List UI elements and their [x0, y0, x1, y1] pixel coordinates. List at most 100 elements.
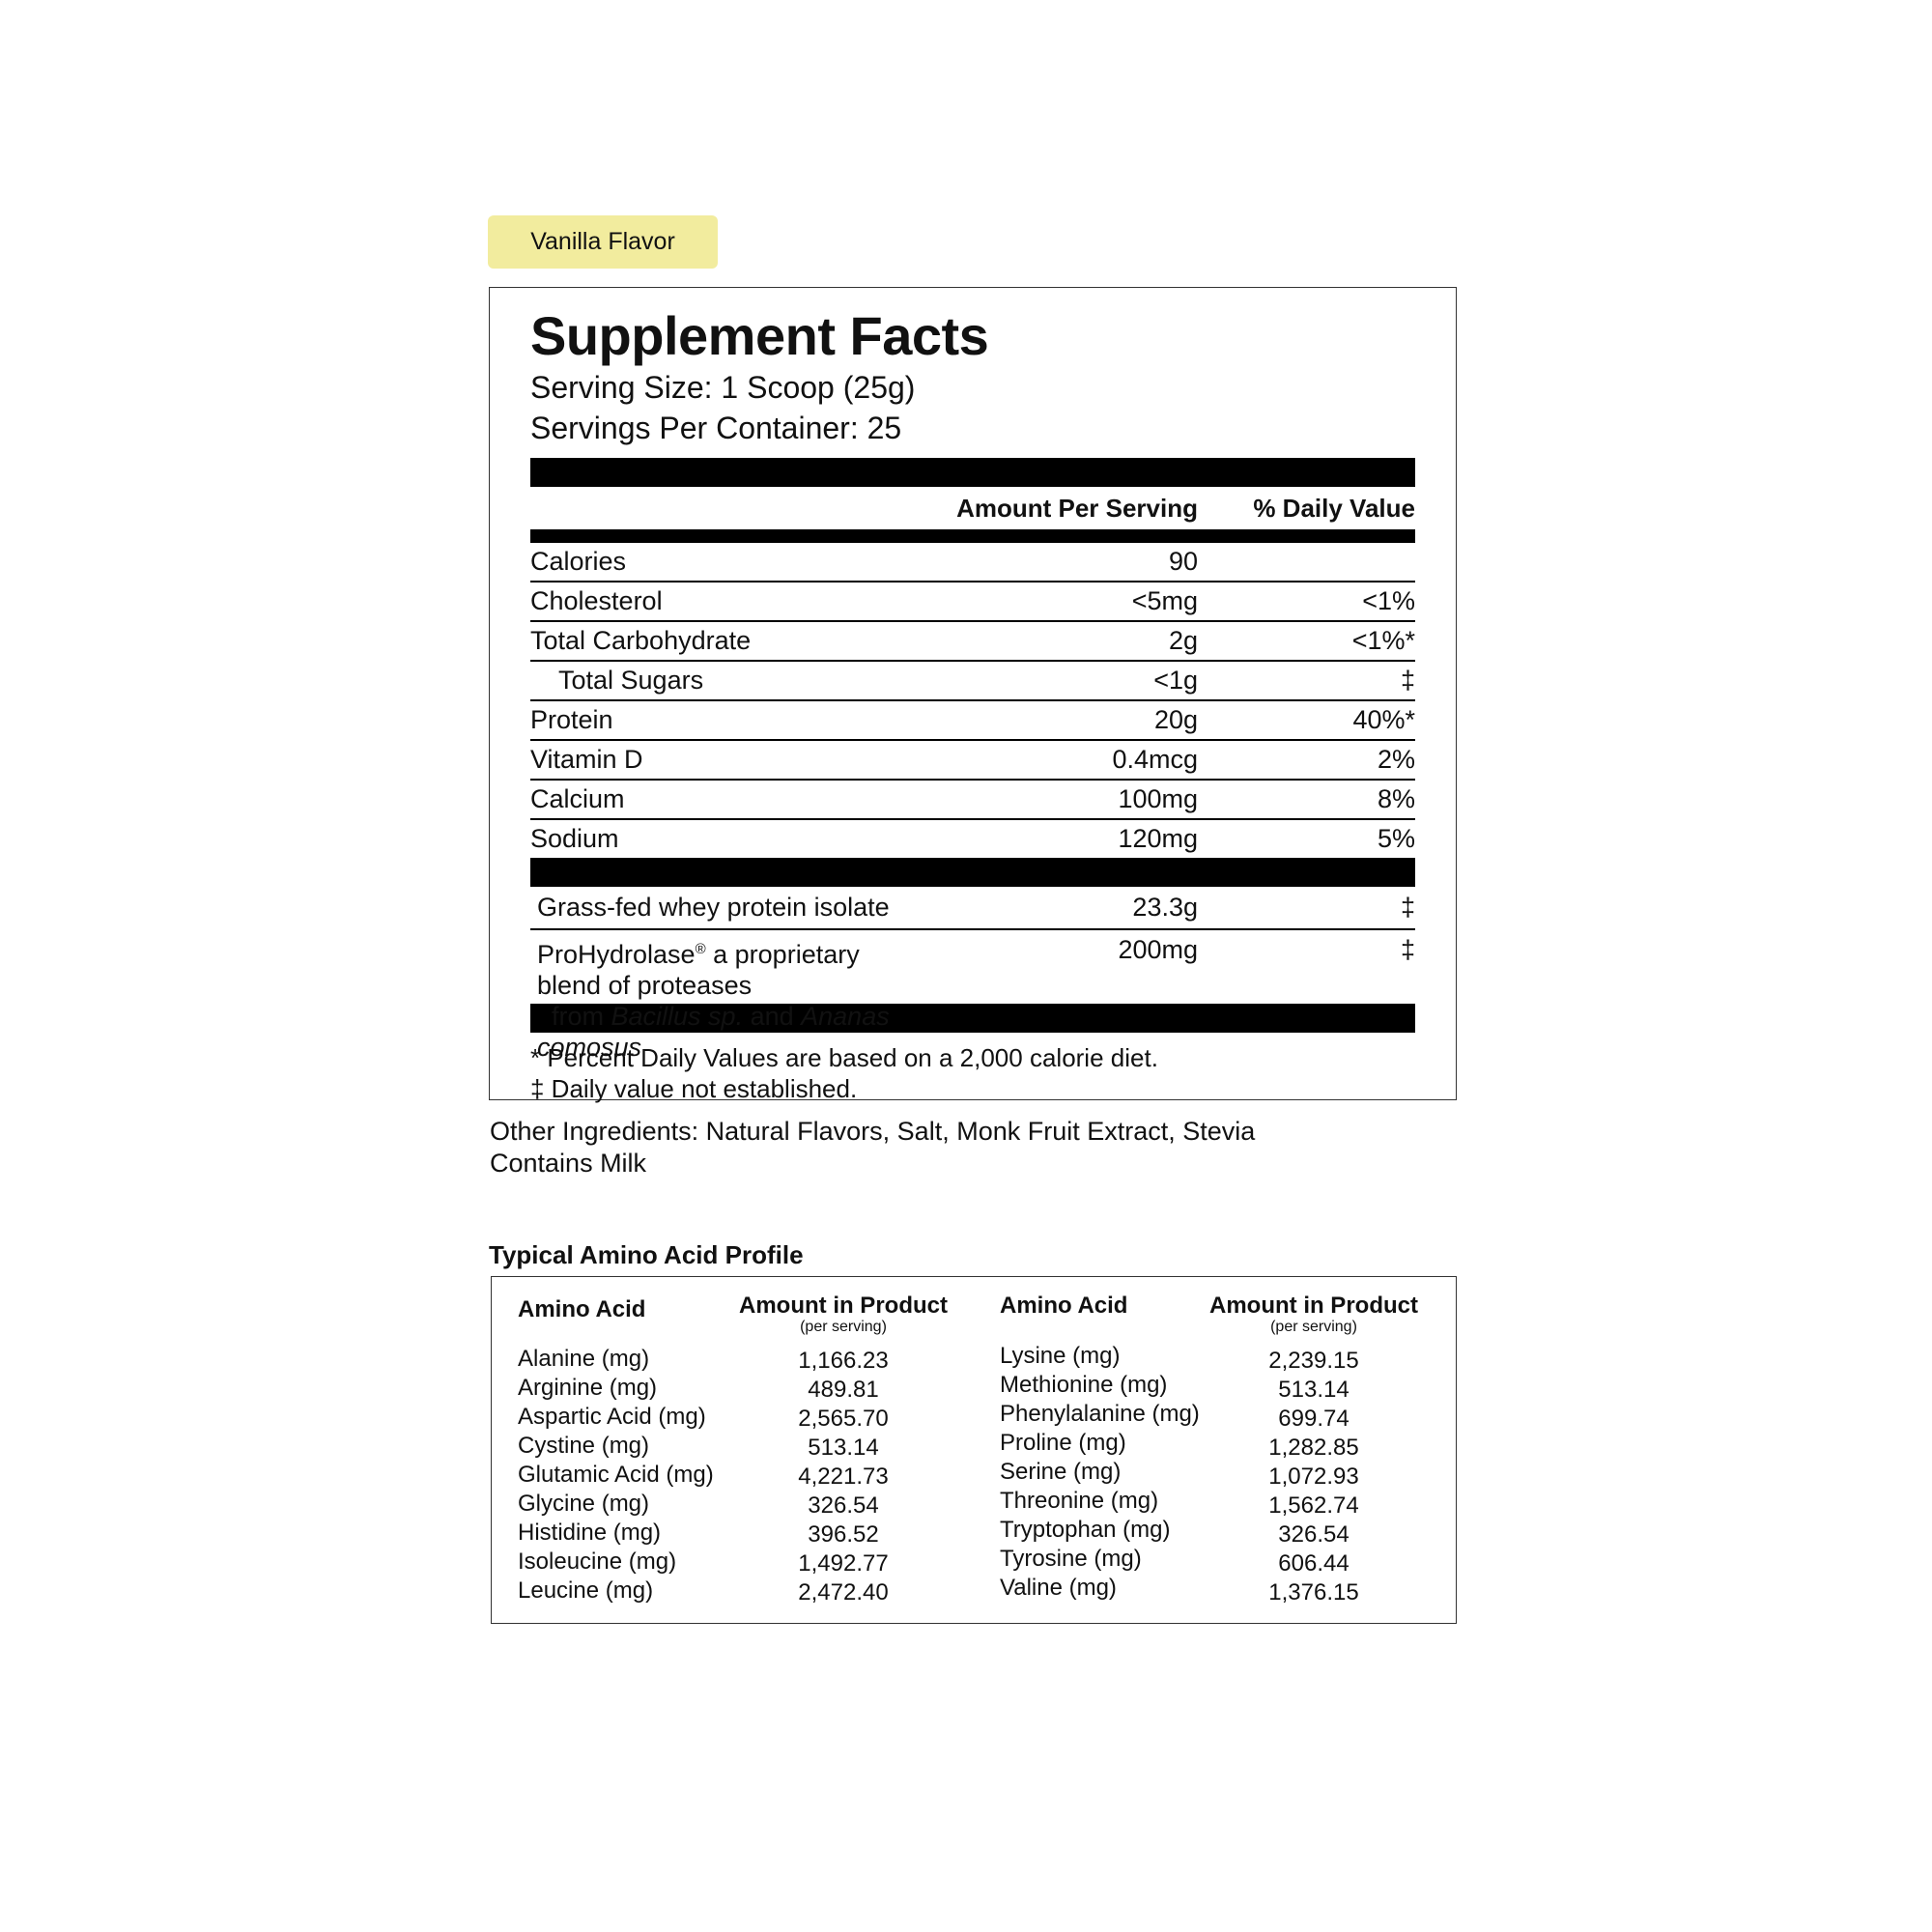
amino-acid-name: Glycine (mg) — [518, 1491, 650, 1517]
nutrient-dv: ‡ — [1400, 666, 1415, 695]
ingredient-dv: ‡ — [1400, 935, 1415, 964]
nutrient-name: Cholesterol — [530, 586, 663, 615]
facts-title: Supplement Facts — [530, 305, 989, 366]
amino-acid-value: 326.54 — [1278, 1521, 1350, 1548]
supplement-facts-panel: Supplement Facts Serving Size: 1 Scoop (… — [489, 287, 1457, 1103]
nutrient-row: Sodium 120mg 5% — [530, 820, 1415, 858]
amino-name-list: Lysine (mg) Methionine (mg) Phenylalanin… — [1000, 1342, 1200, 1603]
nutrient-amount: 0.4mcg — [1112, 745, 1198, 774]
other-ingredients: Other Ingredients: Natural Flavors, Salt… — [490, 1116, 1255, 1179]
footnotes: * Percent Daily Values are based on a 2,… — [530, 1042, 1415, 1104]
ingredient-species-1: Bacillus sp. — [611, 1002, 744, 1031]
amino-acid-value: 489.81 — [808, 1377, 879, 1403]
facts-column-header: Amount Per Serving % Daily Value — [530, 487, 1415, 529]
ingredient-name-rest: a proprietary blend of proteases — [537, 940, 860, 1000]
nutrient-dv: <1% — [1362, 586, 1415, 615]
nutrient-name: Calories — [530, 547, 627, 576]
amino-acid-value: 1,376.15 — [1268, 1579, 1359, 1605]
nutrient-dv: 2% — [1377, 745, 1415, 774]
amino-acid-name: Aspartic Acid (mg) — [518, 1404, 706, 1430]
medium-divider — [530, 529, 1415, 543]
other-ingredients-text: Other Ingredients: Natural Flavors, Salt… — [490, 1117, 1256, 1146]
amount-per-serving-header: Amount Per Serving — [956, 493, 1198, 523]
nutrient-amount: <1g — [1153, 666, 1198, 695]
amino-value-list: 2,239.15 513.14 699.74 1,282.85 1,072.93… — [1198, 1347, 1430, 1607]
nutrient-name: Total Sugars — [558, 666, 704, 695]
nutrient-amount: 90 — [1168, 547, 1198, 576]
nutrient-row: Cholesterol <5mg <1% — [530, 582, 1415, 622]
nutrient-name: Sodium — [530, 824, 619, 853]
nutrient-row: Protein 20g 40%* — [530, 701, 1415, 741]
ingredient-name: ProHydrolase® a proprietary blend of pro… — [537, 934, 924, 1062]
amino-acid-value: 513.14 — [808, 1435, 879, 1461]
amino-acid-name: Tyrosine (mg) — [1000, 1546, 1142, 1572]
ingredient-species-2: Ananas comosus — [537, 1002, 890, 1062]
daily-value-header: % Daily Value — [1253, 493, 1415, 523]
servings-per-container: Servings Per Container: 25 — [530, 411, 902, 445]
amino-acid-name: Isoleucine (mg) — [518, 1548, 677, 1575]
ingredient-source-from: from — [552, 1002, 611, 1031]
amino-acid-name: Glutamic Acid (mg) — [518, 1462, 714, 1488]
amino-value-list: 1,166.23 489.81 2,565.70 513.14 4,221.73… — [727, 1347, 959, 1607]
nutrient-amount: 100mg — [1118, 784, 1198, 813]
ingredient-amount: 23.3g — [1132, 893, 1198, 922]
amino-acid-value: 513.14 — [1278, 1377, 1350, 1403]
amino-acid-value: 1,282.85 — [1268, 1435, 1359, 1461]
amino-profile-title: Typical Amino Acid Profile — [489, 1240, 804, 1269]
nutrient-name: Vitamin D — [530, 745, 643, 774]
amino-acid-name: Serine (mg) — [1000, 1459, 1122, 1485]
ingredient-amount: 200mg — [1118, 935, 1198, 964]
nutrient-amount: 120mg — [1118, 824, 1198, 853]
amino-name-header: Amino Acid — [1000, 1293, 1128, 1319]
footnote-not-established: ‡ Daily value not established. — [530, 1074, 858, 1103]
ingredient-dv: ‡ — [1400, 893, 1415, 922]
amino-acid-value: 606.44 — [1278, 1550, 1350, 1577]
nutrient-amount: 2g — [1168, 626, 1198, 655]
amino-acid-name: Leucine (mg) — [518, 1577, 654, 1604]
amino-acid-value: 1,492.77 — [798, 1550, 889, 1577]
footnote-daily-values: * Percent Daily Values are based on a 2,… — [530, 1043, 1158, 1072]
flavor-badge: Vanilla Flavor — [488, 215, 718, 269]
amino-name-header: Amino Acid — [518, 1296, 646, 1322]
amino-acid-value: 326.54 — [808, 1492, 879, 1519]
nutrient-name: Protein — [530, 705, 613, 734]
nutrient-name: Calcium — [530, 784, 625, 813]
nutrient-row: Total Carbohydrate 2g <1%* — [530, 622, 1415, 662]
amino-acid-name: Valine (mg) — [1000, 1575, 1117, 1601]
thick-divider — [530, 858, 1415, 887]
nutrient-dv: 5% — [1377, 824, 1415, 853]
amino-acid-value: 1,072.93 — [1268, 1463, 1359, 1490]
amino-acid-name: Lysine (mg) — [1000, 1343, 1121, 1369]
ingredient-row: ProHydrolase® a proprietary blend of pro… — [530, 930, 1415, 1062]
amino-acid-value: 1,166.23 — [798, 1348, 889, 1374]
amino-name-list: Alanine (mg) Arginine (mg) Aspartic Acid… — [518, 1345, 714, 1605]
nutrient-row: Calories 90 — [530, 543, 1415, 582]
amino-acid-value: 1,562.74 — [1268, 1492, 1359, 1519]
amino-amount-header-label: Amount in Product — [739, 1293, 948, 1319]
nutrient-row: Vitamin D 0.4mcg 2% — [530, 741, 1415, 781]
nutrient-amount: 20g — [1153, 705, 1198, 734]
amino-amount-subheader: (per serving) — [800, 1319, 887, 1335]
ingredient-row: Grass-fed whey protein isolate 23.3g ‡ — [530, 887, 1415, 930]
registered-mark: ® — [695, 941, 706, 957]
nutrient-dv: 8% — [1377, 784, 1415, 813]
amino-acid-value: 699.74 — [1278, 1406, 1350, 1432]
amino-amount-subheader: (per serving) — [1270, 1319, 1357, 1335]
nutrient-dv: <1%* — [1351, 626, 1415, 655]
serving-size: Serving Size: 1 Scoop (25g) — [530, 370, 916, 405]
amino-acid-value: 4,221.73 — [798, 1463, 889, 1490]
amino-amount-header: Amount in Product (per serving) — [1198, 1293, 1430, 1335]
allergen-statement: Contains Milk — [490, 1149, 647, 1178]
amino-acid-value: 396.52 — [808, 1521, 879, 1548]
amino-acid-name: Histidine (mg) — [518, 1520, 662, 1546]
amino-acid-name: Threonine (mg) — [1000, 1488, 1159, 1514]
amino-profile-table: Amino Acid Amount in Product (per servin… — [491, 1276, 1457, 1624]
thick-divider — [530, 458, 1415, 487]
amino-amount-header: Amount in Product (per serving) — [727, 1293, 959, 1335]
amino-amount-header-label: Amount in Product — [1209, 1293, 1418, 1319]
amino-acid-name: Phenylalanine (mg) — [1000, 1401, 1200, 1427]
amino-acid-value: 2,472.40 — [798, 1579, 889, 1605]
nutrient-row: Calcium 100mg 8% — [530, 781, 1415, 820]
ingredient-source-and: and — [743, 1002, 802, 1031]
thick-divider — [530, 1004, 1415, 1033]
